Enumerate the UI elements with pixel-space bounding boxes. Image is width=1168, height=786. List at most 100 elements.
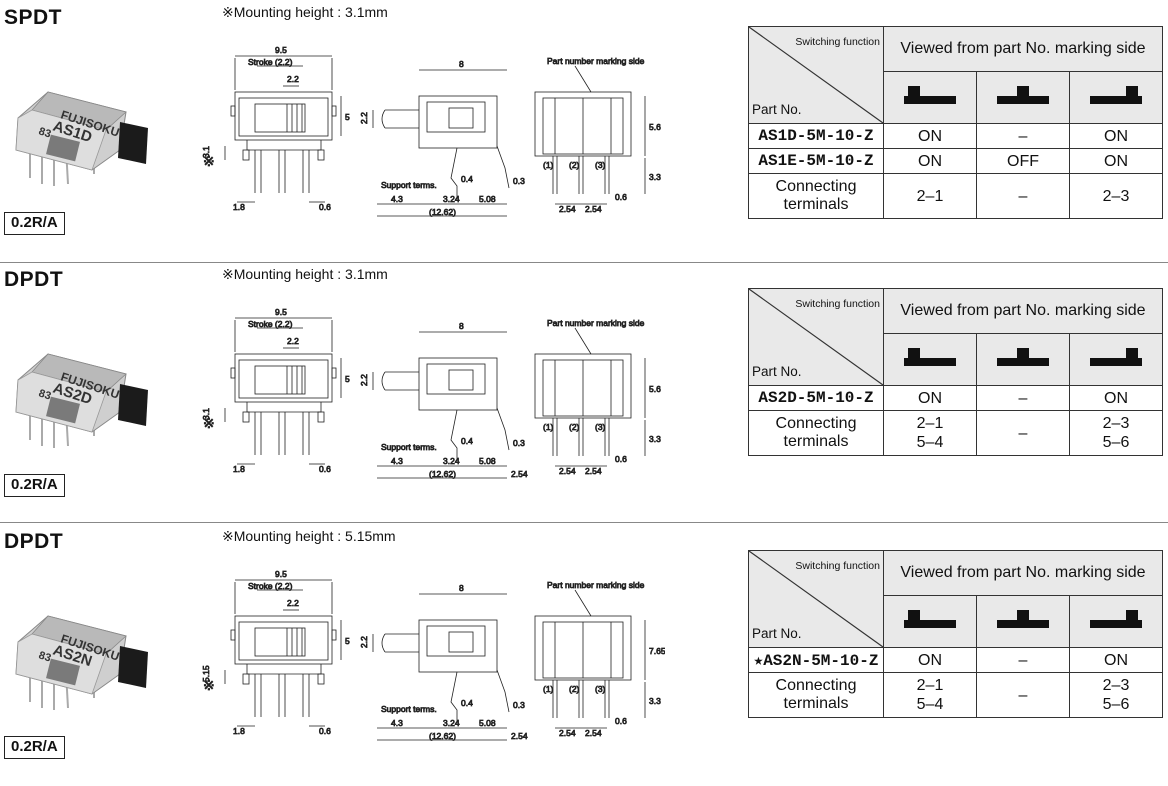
switching-function-label: Switching function: [795, 560, 880, 572]
dim-254b: 2.54: [585, 204, 602, 214]
dim-03: 0.3: [513, 438, 525, 448]
front-view: 9.5 Stroke (2.2) 2.2 3.1 ※: [201, 45, 351, 213]
dim-06: 0.6: [319, 726, 331, 736]
dim-depth: 8: [459, 321, 464, 331]
switch-photo: FUJISOKU AS2D 83: [8, 340, 158, 450]
dim-width: 9.5: [275, 307, 287, 317]
state-cell: ON: [1069, 148, 1163, 174]
dim-22: 2.2: [359, 636, 369, 648]
position-icon-cell: [883, 595, 977, 648]
state-cell: –: [976, 385, 1070, 411]
viewed-from-label: Viewed from part No. marking side: [883, 25, 1163, 73]
dim-33: 3.3: [649, 696, 661, 706]
part-no-label: Part No.: [752, 102, 802, 117]
part-no-label: Part No.: [752, 364, 802, 379]
terminal-1: (1): [543, 684, 554, 694]
connecting-terminals-label: Connecting terminals: [748, 410, 884, 456]
mounting-height: ※Mounting height : 5.15mm: [222, 528, 396, 544]
dim-06b: 0.6: [615, 192, 627, 202]
dim-stroke-22: 2.2: [287, 336, 299, 346]
state-cell: ON: [883, 148, 977, 174]
dim-height-56: 5.6: [649, 384, 661, 394]
dim-43: 4.3: [391, 718, 403, 728]
conn-cell: 2–1: [883, 173, 977, 219]
dim-stroke-22: 2.2: [287, 74, 299, 84]
dim-06b: 0.6: [615, 454, 627, 464]
switching-function-label: Switching function: [795, 36, 880, 48]
dim-03: 0.3: [513, 176, 525, 186]
section-title: DPDT: [4, 268, 64, 291]
support-terms: Support terms.: [381, 180, 437, 190]
dim-width: 9.5: [275, 569, 287, 579]
mounting-height: ※Mounting height : 3.1mm: [222, 4, 388, 20]
dim-508: 5.08: [479, 456, 496, 466]
dim-height-5: 5: [345, 636, 350, 646]
dim-18: 1.8: [233, 202, 245, 212]
state-cell: –: [976, 647, 1070, 673]
dim-03: 0.3: [513, 700, 525, 710]
side-view: 8 2.2 Support terms. 0.4 0.3 4.3 3.24 5.…: [359, 59, 526, 218]
dim-06: 0.6: [319, 464, 331, 474]
part-number: AS1D-5M-10-Z: [748, 123, 884, 149]
dim-18: 1.8: [233, 726, 245, 736]
dimension-drawing-svg: 9.5 Stroke (2.2) 2.2 3.1 ※: [201, 45, 662, 218]
position-icon-cell: [1069, 333, 1163, 386]
position-icon-cell: [1069, 71, 1163, 124]
state-cell: OFF: [976, 148, 1070, 174]
front-view: 9.5 Stroke (2.2) 2.2 5.15 ※: [201, 569, 351, 737]
state-cell: ON: [1069, 123, 1163, 149]
position-icon-cell: [976, 333, 1070, 386]
product-section: DPDT ※Mounting height : 5.15mm FUJISOKU …: [0, 524, 1168, 786]
state-cell: ON: [1069, 385, 1163, 411]
dim-43: 4.3: [391, 456, 403, 466]
dim-22: 2.2: [359, 112, 369, 124]
dim-254a: 2.54: [559, 728, 576, 738]
slide-position-icon: [1090, 610, 1142, 629]
dimension-drawing: 9.5 Stroke (2.2) 2.2 5.15 ※: [195, 542, 667, 757]
switching-function-label: Switching function: [795, 298, 880, 310]
dim-stroke: Stroke (2.2): [248, 581, 293, 591]
end-view: Part number marking side (1) (2) (3) 7.6…: [534, 580, 666, 738]
switch-photo: FUJISOKU AS2N 83: [8, 602, 158, 712]
part-number: AS2D-5M-10-Z: [748, 385, 884, 411]
section-divider: [0, 522, 1168, 523]
dim-06: 0.6: [319, 202, 331, 212]
conn-cell: –: [976, 672, 1070, 718]
dim-height-5: 5: [345, 374, 350, 384]
terminal-3: (3): [595, 422, 606, 432]
section-divider: [0, 262, 1168, 263]
dim-mount: 5.15: [201, 665, 211, 682]
terminal-1: (1): [543, 160, 554, 170]
part-number: AS1E-5M-10-Z: [748, 148, 884, 174]
viewed-from-label: Viewed from part No. marking side: [883, 549, 1163, 597]
rating-box: 0.2R/A: [4, 474, 65, 497]
terminal-1: (1): [543, 422, 554, 432]
photo-code: 83: [37, 125, 52, 140]
switch-photo-image: FUJISOKU AS1D 83: [15, 91, 148, 186]
rating-box: 0.2R/A: [4, 212, 65, 235]
dimension-drawing: 9.5 Stroke (2.2) 2.2 3.1 ※: [195, 18, 665, 233]
marking-side-label: Part number marking side: [547, 318, 645, 328]
section-title: SPDT: [4, 6, 63, 29]
dim-324: 3.24: [443, 456, 460, 466]
switch-photo-image: FUJISOKU AS2D 83: [15, 353, 148, 448]
terminal-2: (2): [569, 160, 580, 170]
mounting-height: ※Mounting height : 3.1mm: [222, 266, 388, 282]
conn-cell: –: [976, 173, 1070, 219]
conn-cell: –: [976, 410, 1070, 456]
dim-06b: 0.6: [615, 716, 627, 726]
slide-position-icon: [997, 86, 1049, 105]
dim-1262: (12.62): [429, 731, 456, 741]
terminal-2: (2): [569, 684, 580, 694]
end-view: Part number marking side (1) (2) (3) 5.6…: [534, 318, 661, 476]
